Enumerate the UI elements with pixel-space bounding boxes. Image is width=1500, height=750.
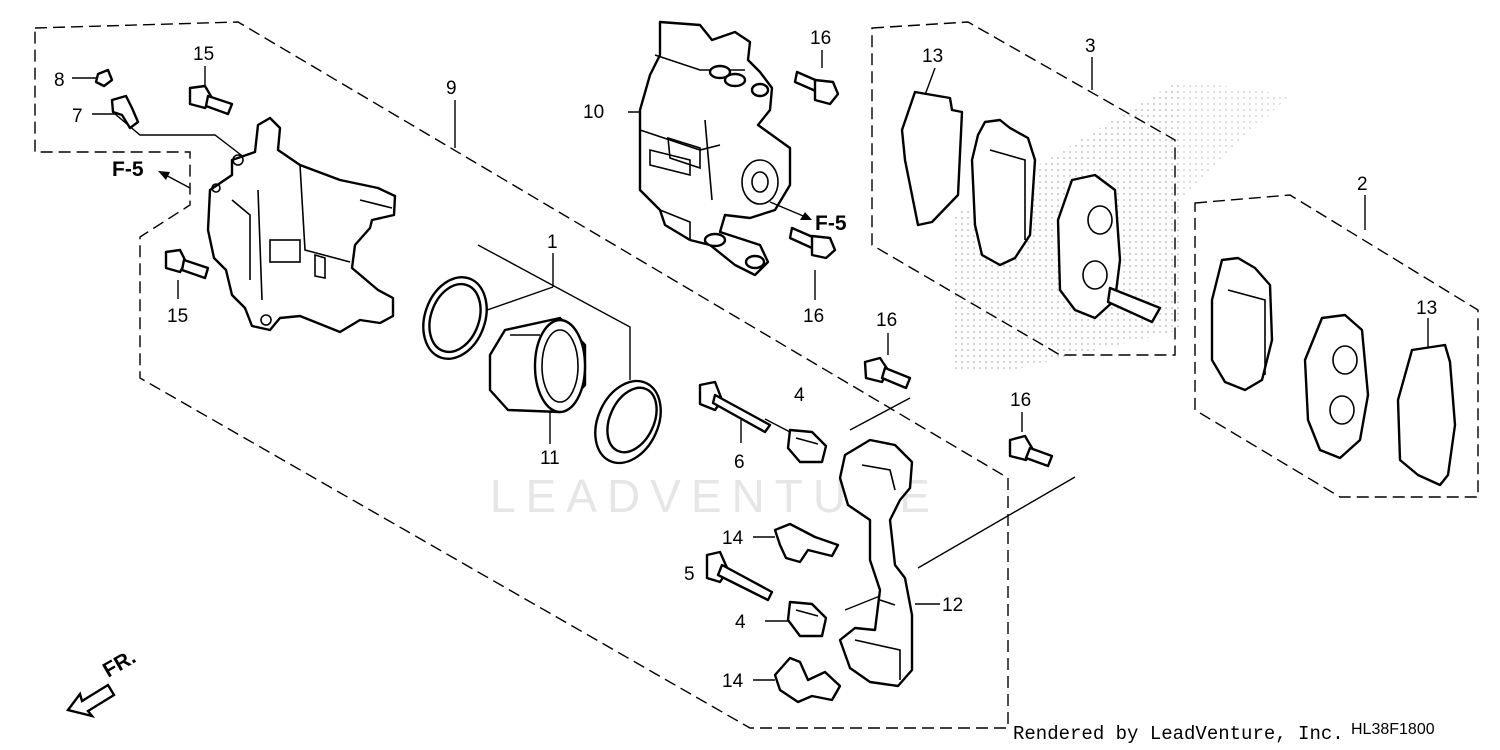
callout-16-bracket-right: 16 xyxy=(1010,390,1031,411)
front-label: FR. xyxy=(99,645,140,682)
callout-4-lower: 4 xyxy=(735,612,746,633)
callout-16-bracket-left: 16 xyxy=(876,310,897,331)
callout-12: 12 xyxy=(942,595,963,616)
caliper-bracket xyxy=(838,438,914,688)
caliper-body xyxy=(206,116,397,334)
bolt-16-top xyxy=(793,70,840,106)
ref-arrow-left xyxy=(158,171,191,189)
brake-pad-lower-outer xyxy=(1210,256,1274,392)
callout-6: 6 xyxy=(734,452,745,473)
dust-seal xyxy=(594,379,662,465)
callout-10: 10 xyxy=(583,102,604,123)
callout-13-upper: 13 xyxy=(922,46,943,67)
pad-spring-upper xyxy=(773,522,840,564)
callout-15-bottom: 15 xyxy=(167,306,188,327)
callout-13-lower: 13 xyxy=(1416,298,1437,319)
callout-7: 7 xyxy=(72,106,83,127)
callout-5: 5 xyxy=(684,564,695,585)
callout-11: 11 xyxy=(540,448,560,469)
callout-16-mid: 16 xyxy=(803,306,824,327)
caliper-assembly-outline xyxy=(34,21,1009,729)
pad-spring-lower xyxy=(773,656,842,704)
callout-1: 1 xyxy=(547,232,558,253)
callout-4-upper: 4 xyxy=(794,385,805,406)
callout-3: 3 xyxy=(1085,36,1096,57)
slide-pin-6 xyxy=(698,380,772,434)
callout-9: 9 xyxy=(446,78,457,99)
pad-set-outline-3 xyxy=(871,21,1176,356)
pin-boot-upper xyxy=(786,428,828,464)
callout-14-upper: 14 xyxy=(722,528,744,549)
piston-seal xyxy=(422,276,488,360)
diagram-code: HL38F1800 xyxy=(1351,721,1435,738)
caliper-assembly xyxy=(638,20,792,277)
callout-15-top: 15 xyxy=(193,44,214,65)
pad-set-outline-2 xyxy=(1194,194,1479,498)
callout-8: 8 xyxy=(54,70,65,91)
brake-pad-lower-inner xyxy=(1303,313,1370,460)
bleeder-screw xyxy=(110,94,140,130)
bleeder-cap xyxy=(94,68,114,88)
pad-shim-13-upper xyxy=(900,90,964,227)
bolt-16-mid xyxy=(788,226,837,260)
bolt-16-bracket-right xyxy=(1008,434,1054,468)
credit-text: Rendered by LeadVenture, Inc. xyxy=(1013,723,1344,745)
slide-pin-5 xyxy=(705,550,774,602)
callout-2: 2 xyxy=(1357,174,1368,195)
bolt-15-top xyxy=(188,84,234,116)
pad-shim-13-lower xyxy=(1396,343,1457,487)
bolt-15-bottom xyxy=(164,248,210,280)
ref-label-right: F-5 xyxy=(815,212,847,235)
pin-boot-lower xyxy=(786,600,828,638)
bolt-16-bracket-left xyxy=(863,356,912,390)
ref-label-left: F-5 xyxy=(112,158,144,181)
callout-14-lower: 14 xyxy=(722,671,744,692)
callout-16-top: 16 xyxy=(810,28,831,49)
brake-pad-upper-outer xyxy=(970,118,1037,267)
brake-pad-upper-inner xyxy=(1056,173,1162,324)
piston xyxy=(488,316,587,414)
ref-arrow-right xyxy=(769,201,812,220)
front-arrow-icon xyxy=(65,683,116,719)
